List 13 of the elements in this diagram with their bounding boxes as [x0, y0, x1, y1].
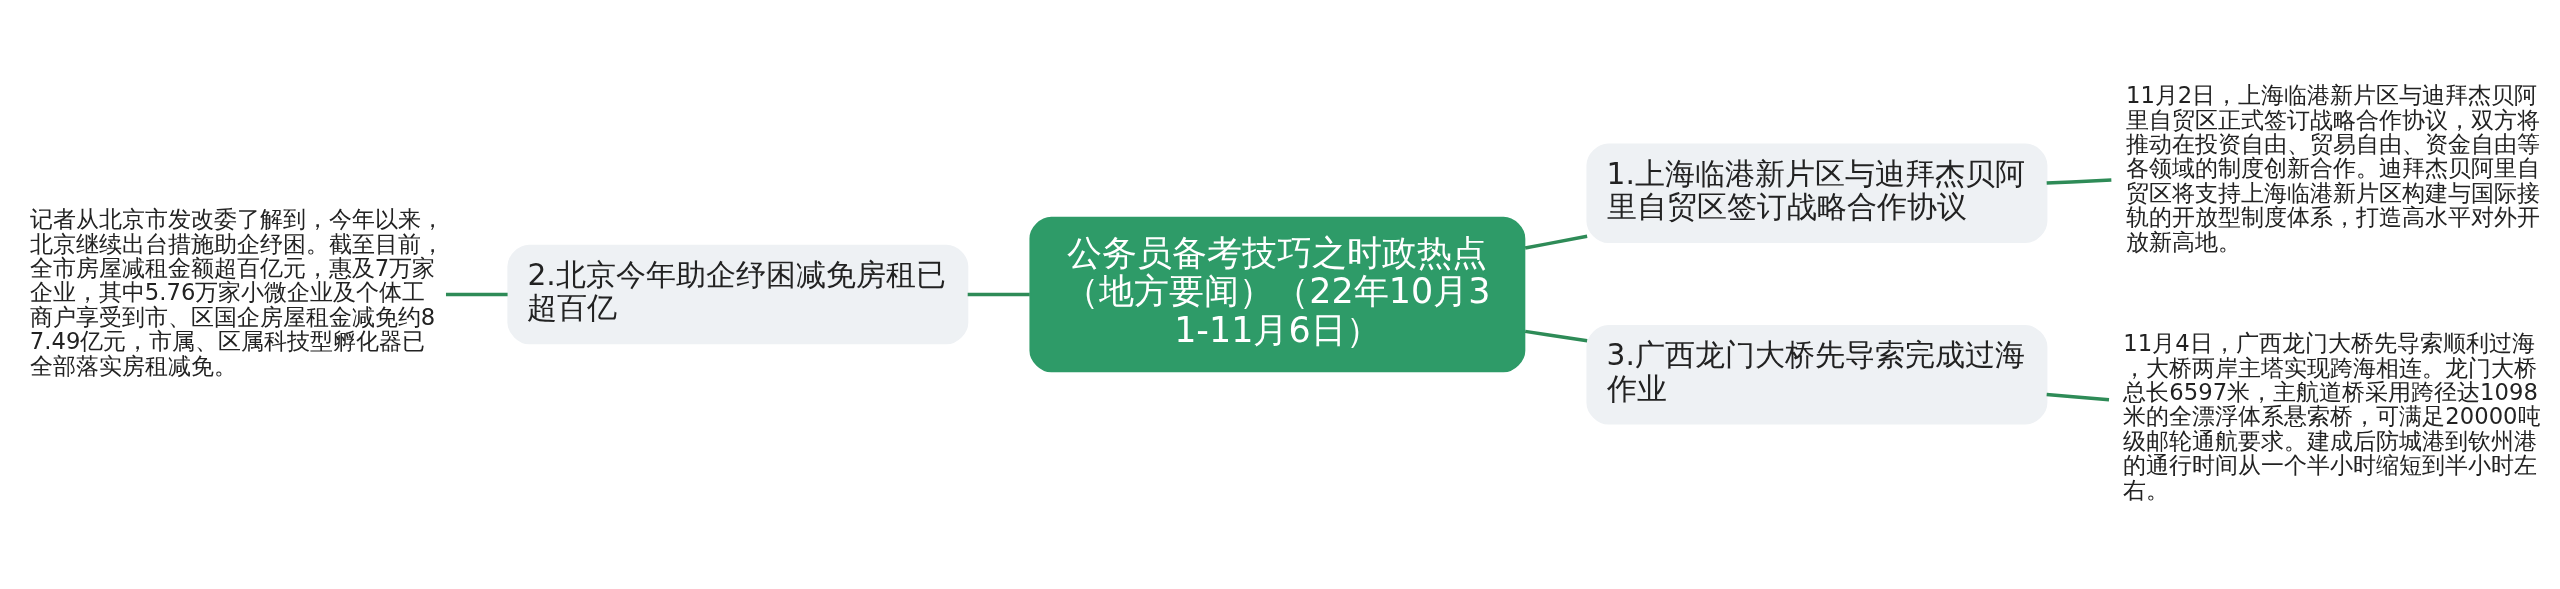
connector: [446, 292, 508, 297]
node-box: 1.上海临港新片区与迪拜杰贝阿里自贸区签订战略合作协议: [1586, 143, 2048, 243]
node-text: 11月2日，上海临港新片区与迪拜杰贝阿里自贸区正式签订战略合作协议，双方将推动在投资自由、贸易自由、资金自由等各领域的制度创新合作。迪拜杰贝阿里自贸区将支持上海临港新片区构建与国际接轨的开放型制度体系，打造高水平对外开放新高地。: [2125, 82, 2540, 255]
node-text: 记者从北京市发改委了解到，今年以来，北京继续出台措施助企纾困。截至目前，全市房屋减租金额超百亿元，惠及7万家企业，其中5.76万家小微企业及个体工商户享受到市、区国企房屋租金减免约87.49亿元，市属、区属科技型孵化器已全部落实房租减免。: [29, 206, 444, 379]
connector: [1524, 329, 1588, 343]
connector: [1524, 234, 1588, 250]
connector: [967, 292, 1030, 297]
connector: [2046, 392, 2110, 402]
node-box: 2.北京今年助企纾困减免房租已超百亿: [507, 244, 969, 345]
node-box: 公务员备考技巧之时政热点（地方要闻）（22年10月31-11月6日）: [1029, 216, 1526, 373]
node-box: 3.广西龙门大桥先导索完成过海作业: [1586, 325, 2048, 425]
node-text: 11月4日，广西龙门大桥先导索顺利过海，大桥两岸主塔实现跨海相连。龙门大桥总长6597米，主航道桥采用跨径达1098米的全漂浮体系悬索桥，可满足20000吨级邮轮通航要求。建成后防城港到钦州港的通行时间从一个半小时缩短到半小时左右。: [2123, 330, 2541, 503]
connector: [2046, 178, 2112, 185]
